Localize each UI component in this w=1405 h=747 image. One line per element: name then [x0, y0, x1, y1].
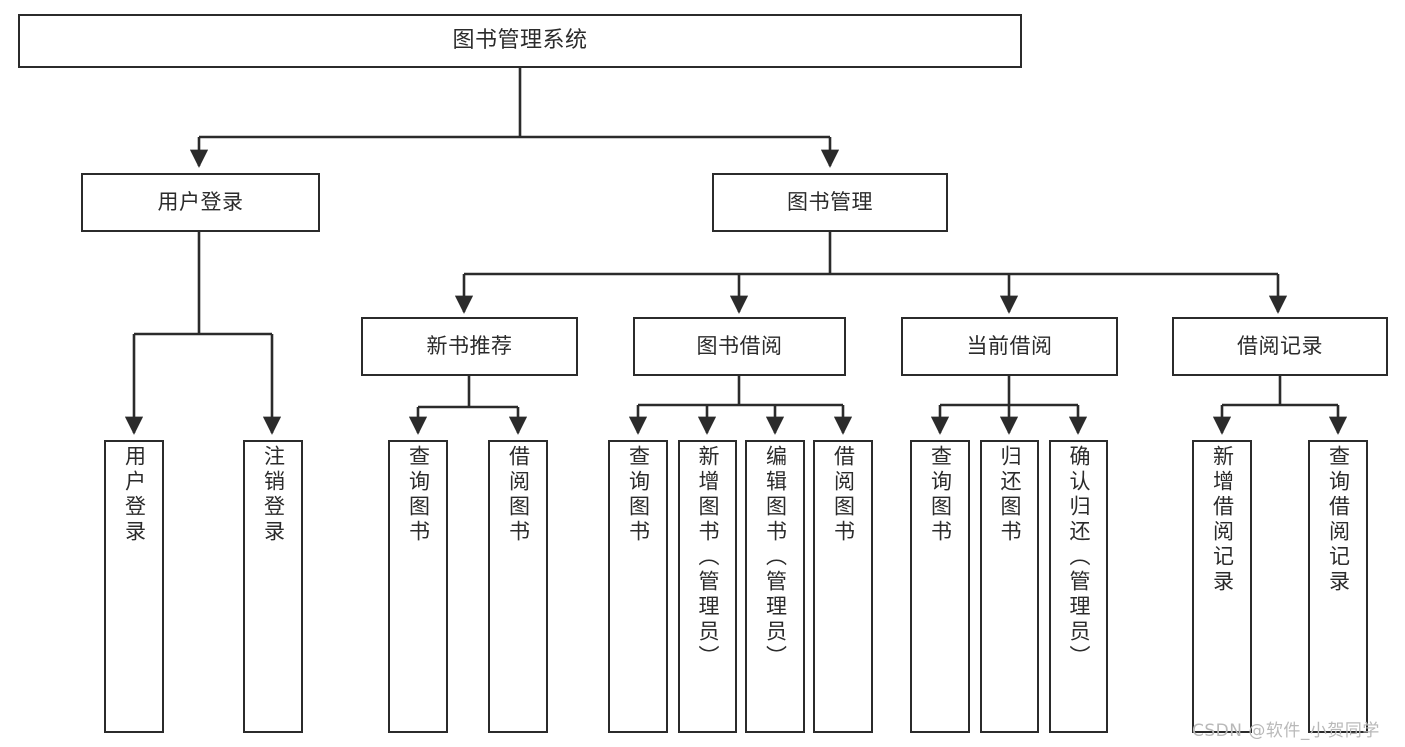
node-label: 查询图书 — [626, 445, 651, 545]
node-label: 借阅图书 — [506, 445, 531, 545]
node-user-login[interactable]: 用户登录 — [81, 173, 320, 232]
leaf-borrow-book[interactable]: 借阅图书 — [813, 440, 873, 733]
node-label: 新书推荐 — [426, 334, 513, 359]
node-new-book-recommend[interactable]: 新书推荐 — [361, 317, 578, 376]
node-book-borrow[interactable]: 图书借阅 — [633, 317, 846, 376]
node-book-management[interactable]: 图书管理 — [712, 173, 948, 232]
node-label: 用户登录 — [157, 190, 244, 215]
node-label: 用户登录 — [122, 445, 147, 545]
leaf-return-book[interactable]: 归还图书 — [980, 440, 1039, 733]
leaf-confirm-return-admin[interactable]: 确认归还（管理员） — [1049, 440, 1108, 733]
leaf-edit-book-admin[interactable]: 编辑图书（管理员） — [745, 440, 805, 733]
leaf-borrow-book-recommend[interactable]: 借阅图书 — [488, 440, 548, 733]
node-label: 新增图书（管理员） — [696, 445, 720, 670]
node-label: 图书管理 — [787, 190, 873, 215]
node-label: 归还图书 — [998, 445, 1022, 545]
csdn-watermark: CSDN @软件_小贺同学 — [1192, 721, 1380, 741]
leaf-add-borrow-record[interactable]: 新增借阅记录 — [1192, 440, 1252, 733]
node-root-system[interactable]: 图书管理系统 — [18, 14, 1022, 68]
node-label: 查询图书 — [928, 445, 953, 545]
node-label: 图书借阅 — [696, 334, 783, 359]
node-label: 查询图书 — [406, 445, 431, 545]
leaf-query-borrow-record[interactable]: 查询借阅记录 — [1308, 440, 1368, 733]
node-label: 当前借阅 — [966, 334, 1053, 359]
leaf-user-login[interactable]: 用户登录 — [104, 440, 164, 733]
node-label: 编辑图书（管理员） — [763, 445, 788, 670]
node-label: 新增借阅记录 — [1210, 445, 1235, 595]
node-label: 借阅记录 — [1237, 334, 1323, 359]
node-label: 图书管理系统 — [452, 28, 588, 54]
leaf-user-logout[interactable]: 注销登录 — [243, 440, 303, 733]
leaf-query-book-current[interactable]: 查询图书 — [910, 440, 970, 733]
node-label: 确认归还（管理员） — [1067, 445, 1091, 670]
node-label: 查询借阅记录 — [1326, 445, 1351, 595]
leaf-query-book-borrow[interactable]: 查询图书 — [608, 440, 668, 733]
node-borrow-record[interactable]: 借阅记录 — [1172, 317, 1388, 376]
leaf-add-book-admin[interactable]: 新增图书（管理员） — [678, 440, 737, 733]
node-label: 借阅图书 — [831, 445, 856, 545]
node-current-borrow[interactable]: 当前借阅 — [901, 317, 1118, 376]
leaf-query-book-recommend[interactable]: 查询图书 — [388, 440, 448, 733]
node-label: 注销登录 — [261, 445, 286, 545]
